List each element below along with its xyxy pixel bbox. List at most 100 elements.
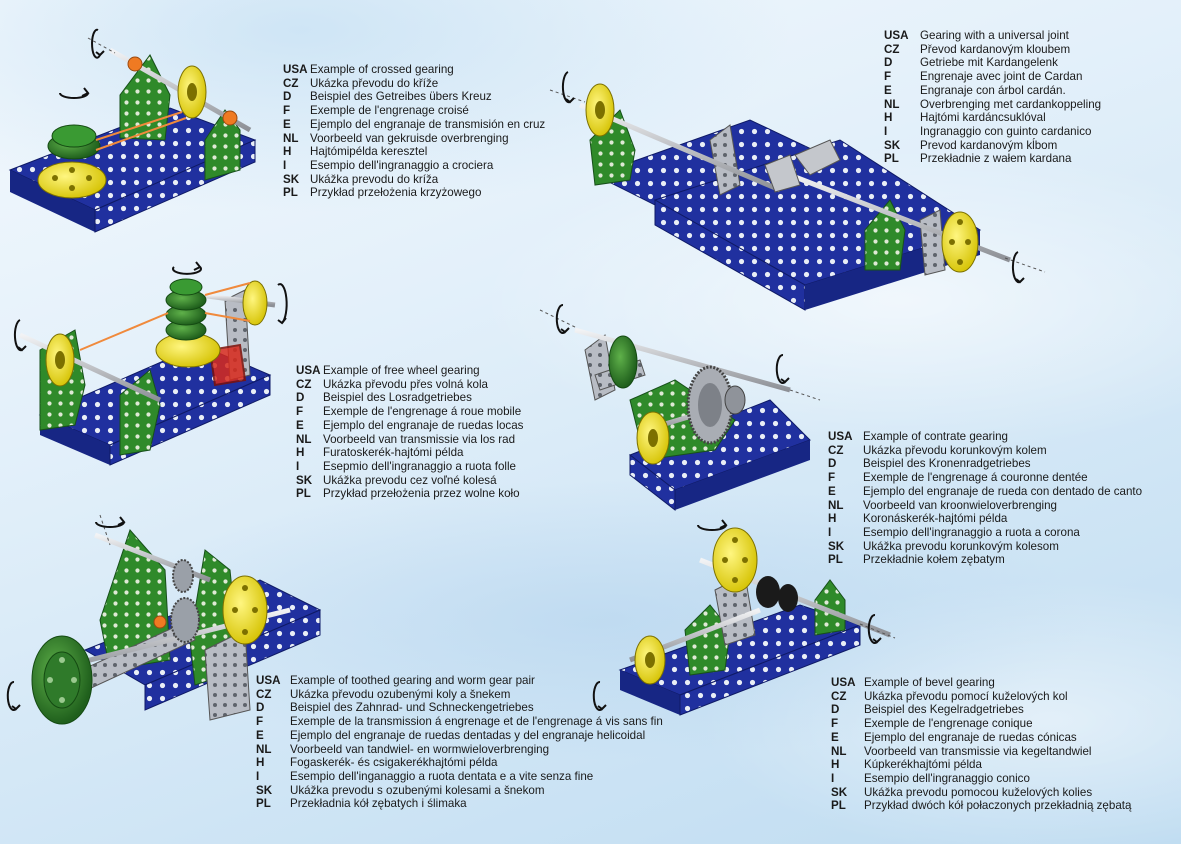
caption-text: Example of bevel gearing	[864, 676, 995, 689]
language-code: CZ	[828, 443, 844, 457]
language-code: F	[831, 717, 839, 731]
caption-text: Beispiel des Getreibes übers Kreuz	[310, 90, 492, 104]
caption-text: Example of free wheel gearing	[323, 364, 480, 377]
caption-text: Engranaje con árbol cardán.	[920, 83, 1066, 97]
caption-text: Overbrenging met cardankoppeling	[920, 97, 1102, 111]
language-code: PL	[831, 799, 846, 813]
caption-text: Ukážka prevodu cez voľné kolesá	[323, 473, 497, 487]
caption-text: Voorbeeld van kroonwieloverbrenging	[863, 498, 1058, 512]
caption-text: Voorbeeld van transmissie via kegeltandw…	[864, 744, 1092, 758]
language-code: F	[283, 104, 291, 118]
rotation-arrow-icon	[867, 614, 882, 644]
language-code: SK	[884, 138, 901, 152]
caption-text: Ukázka převodu ozubenými koly a šnekem	[290, 687, 511, 701]
caption-row: F Exemple de la transmission á engrenage …	[256, 715, 663, 729]
green-bracket	[119, 369, 161, 456]
language-code: D	[283, 90, 292, 104]
rotation-arrow-icon	[592, 681, 607, 711]
rotation-arrow-icon	[172, 261, 202, 275]
caption-row: SK Ukážka prevodu korunkovým kolesom	[828, 540, 1142, 554]
caption-text: Exemple de la transmission á engrenage e…	[290, 715, 663, 729]
language-code: CZ	[256, 687, 272, 701]
caption-text: Beispiel des Zahnrad- und Schneckengetri…	[290, 701, 534, 715]
caption-text: Ukázka převodu do kříže	[310, 76, 439, 90]
language-code: I	[256, 769, 260, 783]
caption-text: Kúpkerékhajtómi példa	[864, 758, 982, 772]
caption-text: Beispiel des Kronenradgetriebes	[863, 457, 1031, 471]
language-code: H	[828, 512, 837, 526]
caption-text: Ukázka převodu korunkovým kolem	[863, 443, 1047, 457]
language-code: E	[828, 484, 836, 498]
green-pulley	[608, 335, 638, 389]
caption-text: Ukážka prevodu korunkovým kolesom	[863, 539, 1059, 553]
language-code: I	[283, 158, 287, 172]
caption-text: Example of crossed gearing	[310, 63, 454, 76]
caption-row: F Exemple de l'engrenage croisé	[283, 104, 545, 118]
language-code: USA	[256, 674, 281, 687]
caption-text: Przykład przełożenia krzyżowego	[310, 186, 482, 200]
caption-text: Przykład dwóch kół połaczonych przekładn…	[864, 799, 1132, 813]
caption-row: I Esepmio dell'ingranaggio a ruota folle	[296, 460, 523, 474]
caption-text: Ejemplo del engranaje de rueda con denta…	[863, 484, 1143, 498]
rotation-arrow-icon	[95, 516, 126, 528]
caption-text: Převod kardanovým kloubem	[920, 42, 1071, 56]
yellow-gear	[941, 211, 979, 273]
worm-gear	[172, 559, 194, 593]
language-code: E	[296, 418, 304, 432]
caption-row: D Beispiel des Getreibes übers Kreuz	[283, 90, 545, 104]
free-wheel-model	[13, 261, 288, 466]
caption-row: PL Przykład dwóch kół połaczonych przekła…	[831, 799, 1131, 813]
caption-text: Voorbeeld van transmissie via los rad	[323, 432, 516, 446]
caption-text: Exemple de l'engrenage croisé	[310, 104, 469, 118]
language-code: I	[884, 124, 888, 138]
yellow-gear	[222, 575, 268, 645]
rotation-arrow-icon	[561, 71, 575, 104]
language-code: NL	[831, 744, 847, 758]
caption-text: Ukázka převodu pomocí kuželových kol	[864, 689, 1068, 703]
language-code: D	[831, 703, 840, 717]
language-code: H	[296, 446, 305, 460]
language-code: CZ	[831, 689, 847, 703]
caption-text: Esepmio dell'ingranaggio a ruota folle	[323, 459, 516, 473]
language-code: E	[831, 730, 839, 744]
toothed-worm-model	[6, 514, 322, 725]
language-code: I	[296, 459, 300, 473]
caption-text: Hajtómi kardáncsuklóval	[920, 111, 1046, 125]
contrate-gearing-model	[539, 304, 821, 512]
rotation-arrow-icon	[6, 681, 21, 711]
language-code: USA	[828, 430, 853, 443]
rotation-arrow-icon	[555, 304, 570, 334]
language-code: H	[256, 756, 265, 770]
language-code: SK	[828, 539, 845, 553]
caption-row: NL Voorbeeld van transmissie via kegeltan…	[831, 745, 1131, 759]
language-code: USA	[884, 29, 909, 42]
language-code: E	[256, 728, 264, 742]
language-code: USA	[283, 63, 308, 76]
language-code: F	[256, 715, 264, 729]
language-code: F	[884, 70, 892, 84]
language-code: CZ	[296, 377, 312, 391]
caption-text: Ukážka prevodu s ozubenými kolesami a šn…	[290, 783, 545, 797]
universal-joint-model	[549, 71, 1046, 311]
